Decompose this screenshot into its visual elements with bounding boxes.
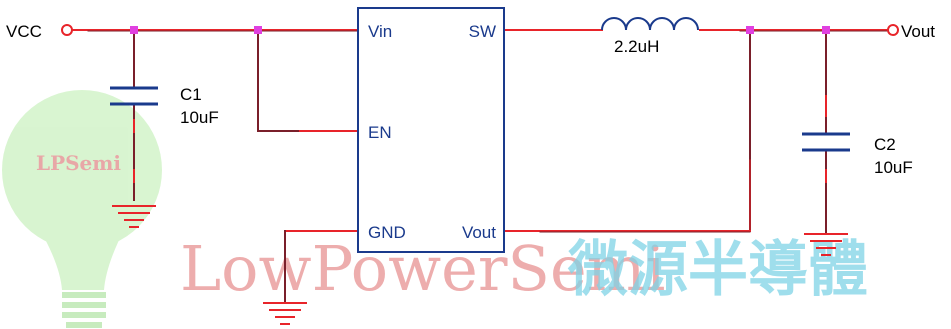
watermark: LPSemi LowPowerSemi 微源半導體 <box>2 90 868 328</box>
pin-gnd-label: GND <box>368 223 406 242</box>
capacitor-c2-icon <box>802 132 850 152</box>
c2-value-label: 10uF <box>874 158 913 177</box>
ground-c1-icon <box>112 205 156 228</box>
c1-value-label: 10uF <box>180 108 219 127</box>
vout-node-label: Vout <box>901 22 935 41</box>
pin-en-label: EN <box>368 123 392 142</box>
lightbulb-watermark-icon <box>2 90 162 328</box>
ground-c2-icon <box>804 233 848 256</box>
vcc-label: VCC <box>6 22 42 41</box>
pin-vout-label: Vout <box>462 223 496 242</box>
inductor-value-label: 2.2uH <box>614 37 659 56</box>
pin-sw-label: SW <box>469 22 496 41</box>
brand-watermark-span: LowPowerSemi <box>180 232 665 305</box>
junction-dot <box>254 26 262 34</box>
capacitor-c1-icon <box>110 86 158 106</box>
vcc-terminal-icon <box>61 24 73 36</box>
wires <box>71 29 889 303</box>
junction-dot <box>822 26 830 34</box>
junction-dot <box>746 26 754 34</box>
bulb-watermark-text: LPSemi <box>36 151 121 175</box>
brand-watermark-text: LowPowerSemi <box>180 232 665 305</box>
ground-ic-icon <box>263 302 307 325</box>
ic-body <box>357 7 505 253</box>
chinese-watermark-text: 微源半導體 <box>567 235 868 305</box>
junction-dots <box>130 26 830 34</box>
pin-vin-label: Vin <box>368 22 392 41</box>
c2-name-label: C2 <box>874 135 896 154</box>
c1-name-label: C1 <box>180 85 202 104</box>
vout-terminal-icon <box>887 24 899 36</box>
junction-dot <box>130 26 138 34</box>
inductor-icon <box>601 17 699 31</box>
